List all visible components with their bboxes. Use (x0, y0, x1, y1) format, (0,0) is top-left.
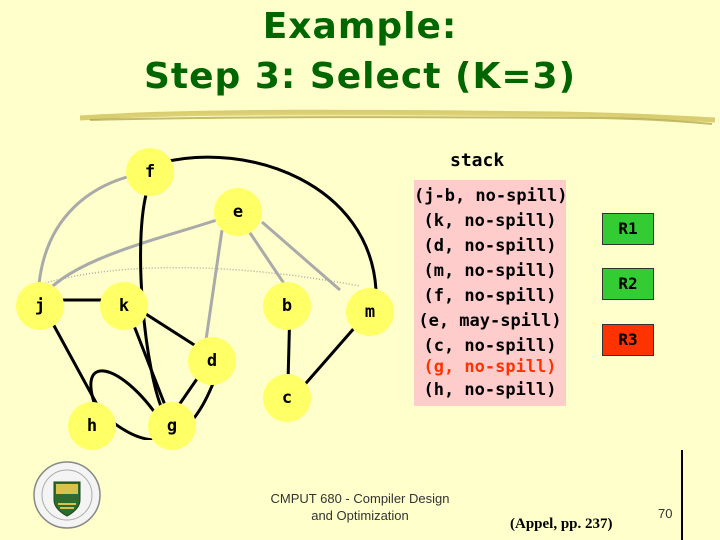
interference-graph (36, 155, 378, 440)
node-g: g (148, 402, 196, 450)
page-number: 70 (658, 506, 673, 521)
footer-course: CMPUT 680 - Compiler Design and Optimiza… (250, 490, 470, 524)
brush-stroke-divider (79, 109, 716, 125)
stack-item: (c, no-spill) (423, 336, 557, 356)
register-r1: R1 (602, 213, 654, 245)
node-d: d (188, 337, 236, 385)
register-r2: R2 (602, 268, 654, 300)
node-e: e (214, 188, 262, 236)
node-m: m (346, 288, 394, 336)
stack-item: (h, no-spill) (423, 380, 557, 400)
stack-item: (j-b, no-spill) (414, 186, 568, 206)
stack-box (414, 180, 566, 406)
node-c: c (263, 374, 311, 422)
slide-title-line2: Step 3: Select (K=3) (143, 56, 577, 97)
stack-item: (d, no-spill) (423, 236, 557, 256)
node-k: k (100, 282, 148, 330)
stack-item: (k, no-spill) (423, 211, 557, 231)
stack-label: stack (450, 150, 505, 171)
stack-item: (m, no-spill) (423, 261, 557, 281)
register-r3: R3 (602, 324, 654, 356)
stack-item-highlighted: (g, no-spill) (423, 357, 557, 377)
stack-item: (e, may-spill) (418, 311, 562, 331)
node-j: j (16, 282, 64, 330)
citation: (Appel, pp. 237) (510, 516, 613, 532)
node-b: b (263, 282, 311, 330)
footer-rule (681, 450, 683, 540)
university-crest-logo (33, 461, 101, 529)
footer-line1: CMPUT 680 - Compiler Design (270, 491, 450, 506)
footer-line2: and Optimization (311, 508, 409, 523)
stack-item: (f, no-spill) (423, 286, 557, 306)
slide-title-line1: Example: (262, 6, 458, 47)
node-f: f (126, 148, 174, 196)
node-h: h (68, 402, 116, 450)
